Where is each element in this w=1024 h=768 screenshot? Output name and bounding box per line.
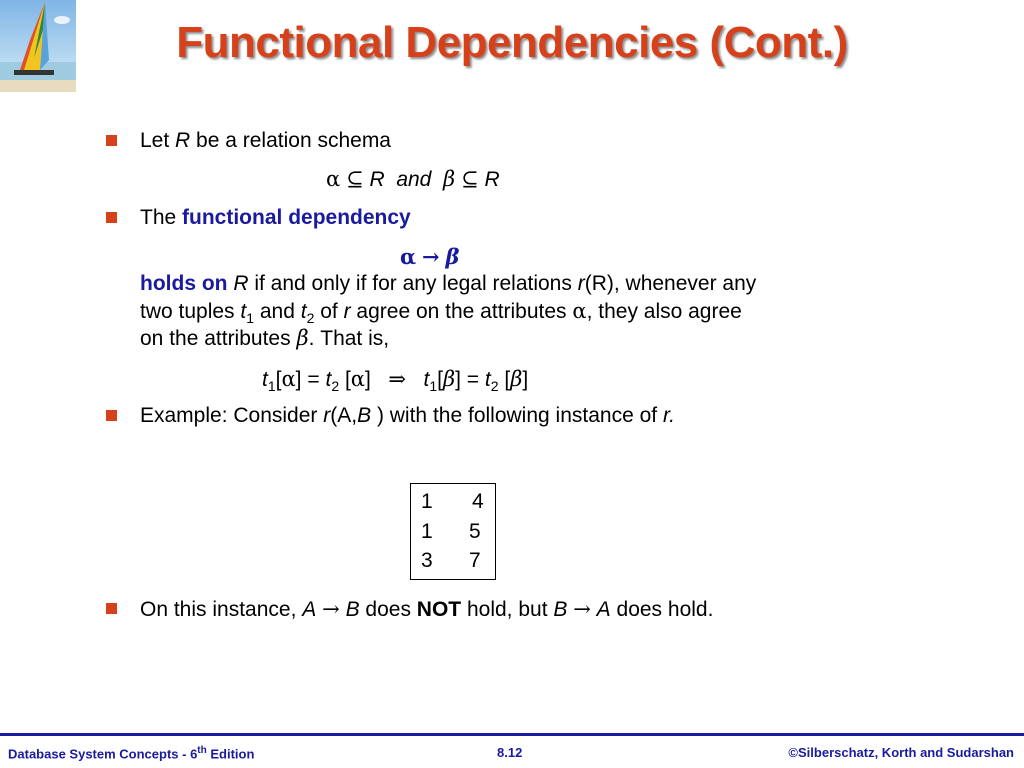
table-cell: 1: [421, 490, 433, 513]
bullet-marker: [106, 135, 117, 146]
bullet-3-text: Example: Consider r(A,B ) with the follo…: [140, 404, 675, 427]
bullet-1-text: Let R be a relation schema: [140, 129, 391, 152]
footer-right: ©Silberschatz, Korth and Sudarshan: [788, 745, 1014, 760]
table-cell: 3: [421, 549, 433, 572]
footer-left: Database System Concepts - 6th Edition: [8, 745, 255, 762]
footer-page-number: 8.12: [497, 745, 523, 760]
fd-definition-line-3: on the attributes β. That is,: [140, 326, 390, 350]
slide-title: Functional Dependencies (Cont.): [176, 18, 848, 67]
table-cell: 7: [469, 549, 481, 572]
bullet-marker: [106, 603, 117, 614]
table-cell: 4: [472, 490, 484, 513]
table-cell: 1: [421, 520, 433, 543]
relation-instance-table: 1 4 1 5 3 7: [410, 483, 496, 580]
table-cell: 5: [469, 520, 481, 543]
fd-definition-line-2: two tuples t1 and t2 of r agree on the a…: [140, 299, 742, 327]
footer-divider: [0, 733, 1024, 736]
fd-definition-line-1: holds on R if and only if for any legal …: [140, 272, 757, 295]
bullet-4-text: On this instance, A → B does NOT hold, b…: [140, 597, 714, 621]
subset-formula: α ⊆ R and β ⊆ R: [326, 167, 500, 191]
bullet-2-text: The functional dependency: [140, 206, 411, 229]
sailboat-logo: [0, 0, 76, 92]
fd-formula: α → β: [400, 244, 460, 269]
bullet-marker: [106, 212, 117, 223]
fd-equation: t1[α] = t2 [α] ⇒ t1[β] = t2 [β]: [262, 367, 529, 395]
bullet-marker: [106, 410, 117, 421]
